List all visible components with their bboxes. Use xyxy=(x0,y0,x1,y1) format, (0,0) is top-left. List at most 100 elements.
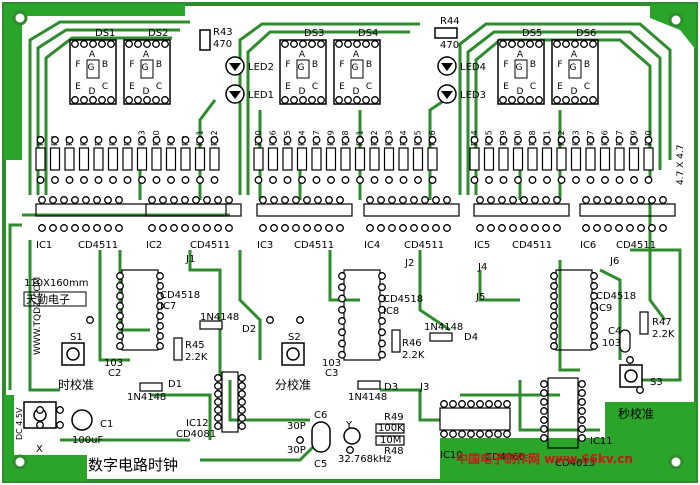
display-segment-box xyxy=(568,59,582,79)
pad xyxy=(636,386,644,394)
label-ic8: IC8 xyxy=(383,306,399,317)
pad xyxy=(269,136,277,144)
pad xyxy=(192,196,200,204)
pad xyxy=(214,422,222,430)
pad xyxy=(281,196,289,204)
driver-ic-outline xyxy=(145,203,242,217)
resistor-body xyxy=(469,147,480,171)
pad xyxy=(214,414,222,422)
pad xyxy=(508,40,516,48)
pad xyxy=(571,96,579,104)
segment-letter: A xyxy=(143,50,150,60)
resistor-body xyxy=(35,147,46,171)
segment-letter: G xyxy=(88,63,95,73)
pad xyxy=(161,40,169,48)
label-d1-part: 1N4148 xyxy=(127,392,166,403)
pad xyxy=(378,317,386,325)
pad xyxy=(487,224,495,232)
segment-letter: F xyxy=(557,60,562,70)
pad xyxy=(509,224,517,232)
segment-letter: G xyxy=(142,63,149,73)
pad xyxy=(152,136,161,144)
resistor-body xyxy=(78,147,90,171)
label-r43: R43 xyxy=(213,27,233,38)
pad xyxy=(590,282,598,290)
pad xyxy=(123,136,132,144)
segment-letter: D xyxy=(143,87,150,97)
pad xyxy=(225,224,233,232)
power-label: DC 4.5V xyxy=(15,407,24,440)
label-ic1-part: CD4511 xyxy=(78,240,118,251)
pad xyxy=(152,96,160,104)
pad xyxy=(116,292,124,300)
pad xyxy=(578,416,586,424)
capacitor-c5-c6-body xyxy=(311,421,331,453)
segment-letter: A xyxy=(353,50,360,60)
pad xyxy=(580,40,588,48)
pad xyxy=(550,332,558,340)
pad xyxy=(93,224,101,232)
pad xyxy=(161,96,169,104)
pad xyxy=(540,416,548,424)
pad xyxy=(586,136,595,144)
pad xyxy=(550,312,558,320)
label-ic5: IC5 xyxy=(474,240,490,251)
label-ic3-part: CD4511 xyxy=(294,240,334,251)
pad xyxy=(590,292,598,300)
pads xyxy=(36,40,667,454)
pad xyxy=(312,176,321,184)
ic-outline xyxy=(555,269,593,351)
segment-letter: C xyxy=(102,82,108,92)
pad xyxy=(317,96,325,104)
pad xyxy=(589,96,597,104)
pad xyxy=(181,196,189,204)
pad xyxy=(225,196,233,204)
label-ic4: IC4 xyxy=(364,240,380,251)
pad xyxy=(589,40,597,48)
resistor-body xyxy=(296,147,308,171)
pad xyxy=(626,356,634,364)
pad xyxy=(543,176,551,184)
label-r49: R49 xyxy=(384,412,404,423)
segment-letter: E xyxy=(557,82,563,92)
resistor-body xyxy=(340,147,351,171)
pad xyxy=(296,436,304,444)
resistor-body xyxy=(628,147,640,171)
pad xyxy=(476,400,484,408)
label-ic11-part: CD4013 xyxy=(555,458,595,469)
pad xyxy=(210,136,219,144)
pad xyxy=(36,421,44,429)
pad xyxy=(540,398,548,406)
pad xyxy=(578,398,586,406)
pad xyxy=(526,96,534,104)
pad xyxy=(378,339,386,348)
pad xyxy=(346,446,354,454)
label-d1: D1 xyxy=(168,379,182,390)
pad xyxy=(626,224,634,232)
resistor-body xyxy=(267,147,279,171)
resistor-body xyxy=(412,147,424,171)
ground-fill-left xyxy=(4,395,14,481)
pad xyxy=(214,374,222,382)
segment-letter: F xyxy=(285,60,290,70)
pad xyxy=(238,406,246,414)
pad xyxy=(353,40,361,48)
resistor-body xyxy=(325,147,337,171)
label-crystal: Y xyxy=(345,420,353,431)
pad xyxy=(167,176,175,184)
pad xyxy=(94,176,103,184)
segment-letter: G xyxy=(298,63,305,73)
ground-fill-bottom xyxy=(440,438,615,481)
pad xyxy=(535,40,543,48)
pad xyxy=(238,414,246,422)
pad xyxy=(388,196,396,204)
pad xyxy=(440,400,448,408)
pad xyxy=(476,224,484,232)
pad xyxy=(214,224,222,232)
resistor-body xyxy=(599,147,611,171)
pad xyxy=(528,176,537,184)
label-led3: LED3 xyxy=(460,90,486,101)
pad xyxy=(467,430,475,438)
segment-letter: A xyxy=(571,50,578,60)
